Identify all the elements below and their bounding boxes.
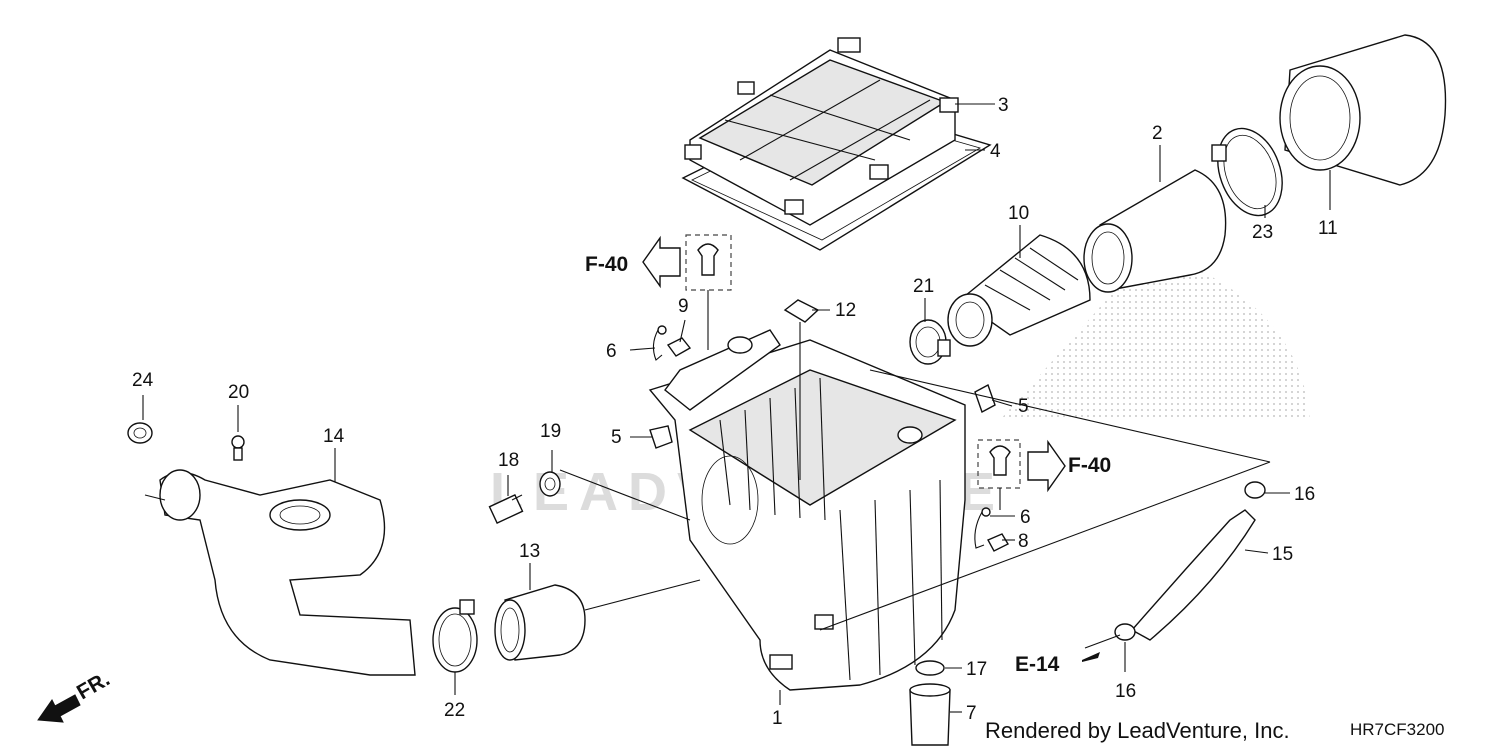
callout-21: 21	[913, 276, 934, 297]
ref-e14-label: E-14	[1015, 653, 1060, 676]
part-12-foam-piece	[783, 299, 820, 323]
callout-23: 23	[1252, 222, 1273, 243]
callout-8: 8	[1018, 531, 1029, 552]
callout-9: 9	[678, 296, 689, 317]
callout-4: 4	[990, 141, 1001, 162]
front-direction-label: FR.	[73, 667, 114, 704]
callout-16-lower: 16	[1115, 681, 1136, 702]
part-17-o-ring	[915, 660, 945, 676]
diagram-code: HR7CF3200	[1350, 720, 1445, 739]
callout-3: 3	[998, 95, 1009, 116]
part-19-grommet	[539, 471, 561, 497]
part-11-pre-filter	[1279, 34, 1447, 186]
callout-5-right: 5	[1018, 396, 1029, 417]
ref-f40-right-label: F-40	[1068, 454, 1111, 477]
callout-11: 11	[1318, 218, 1338, 239]
callout-5-left: 5	[611, 427, 622, 448]
ref-arrow-f40-right[interactable]: F-40	[1027, 439, 1111, 493]
callout-16-upper: 16	[1294, 484, 1315, 505]
part-14-intake-duct	[144, 469, 416, 676]
callout-17: 17	[966, 659, 987, 680]
callout-labels: 3 4 2 11 23 10 21 12 9 6 5 5 6 8 19 18 2…	[132, 95, 1338, 729]
ref-f40-left-label: F-40	[585, 253, 628, 276]
part-13-air-cleaner-joint	[494, 584, 586, 661]
part-6-and-8-clips-lower	[974, 507, 1009, 552]
callout-20: 20	[228, 382, 249, 403]
callout-10: 10	[1008, 203, 1029, 224]
part-15-drain-tube	[1130, 509, 1256, 641]
leader-lines	[142, 103, 1331, 713]
callout-18: 18	[498, 450, 519, 471]
front-direction-arrow: FR.	[37, 667, 114, 723]
callout-13: 13	[519, 541, 540, 562]
part-18-sensor	[488, 493, 524, 525]
render-credit: Rendered by LeadVenture, Inc.	[985, 718, 1290, 743]
part-20-rivet	[231, 435, 245, 461]
callout-19: 19	[540, 421, 561, 442]
callout-6-lower: 6	[1020, 507, 1031, 528]
part-3-air-cleaner-lid	[684, 37, 959, 226]
part-2-air-filter-element	[1083, 169, 1227, 293]
part-7-drain-cap	[909, 683, 951, 746]
part-24-clamp	[127, 422, 153, 444]
callout-24: 24	[132, 370, 154, 391]
part-10-connecting-tube	[947, 234, 1091, 347]
part-23-band-clamp	[1211, 127, 1283, 217]
part-22-joint-clamp	[432, 599, 478, 673]
callout-1: 1	[772, 708, 783, 729]
callout-14: 14	[323, 426, 345, 447]
part-16-tube-clips	[1114, 481, 1266, 641]
callout-7: 7	[966, 703, 977, 724]
callout-6-upper: 6	[606, 341, 617, 362]
callout-12: 12	[835, 300, 856, 321]
ref-arrow-e14[interactable]: E-14	[1015, 652, 1100, 676]
callout-2: 2	[1152, 123, 1163, 144]
clip-detail-left	[685, 234, 732, 350]
part-6-and-9-clips-upper	[652, 325, 692, 361]
part-1-air-cleaner-case	[648, 329, 966, 691]
callout-22: 22	[444, 700, 465, 721]
clip-detail-right	[977, 439, 1021, 510]
callout-15: 15	[1272, 544, 1293, 565]
ref-arrow-f40-left[interactable]: F-40	[585, 235, 681, 289]
part-5-clips	[649, 383, 996, 449]
part-21-tube-clamp	[909, 319, 951, 365]
